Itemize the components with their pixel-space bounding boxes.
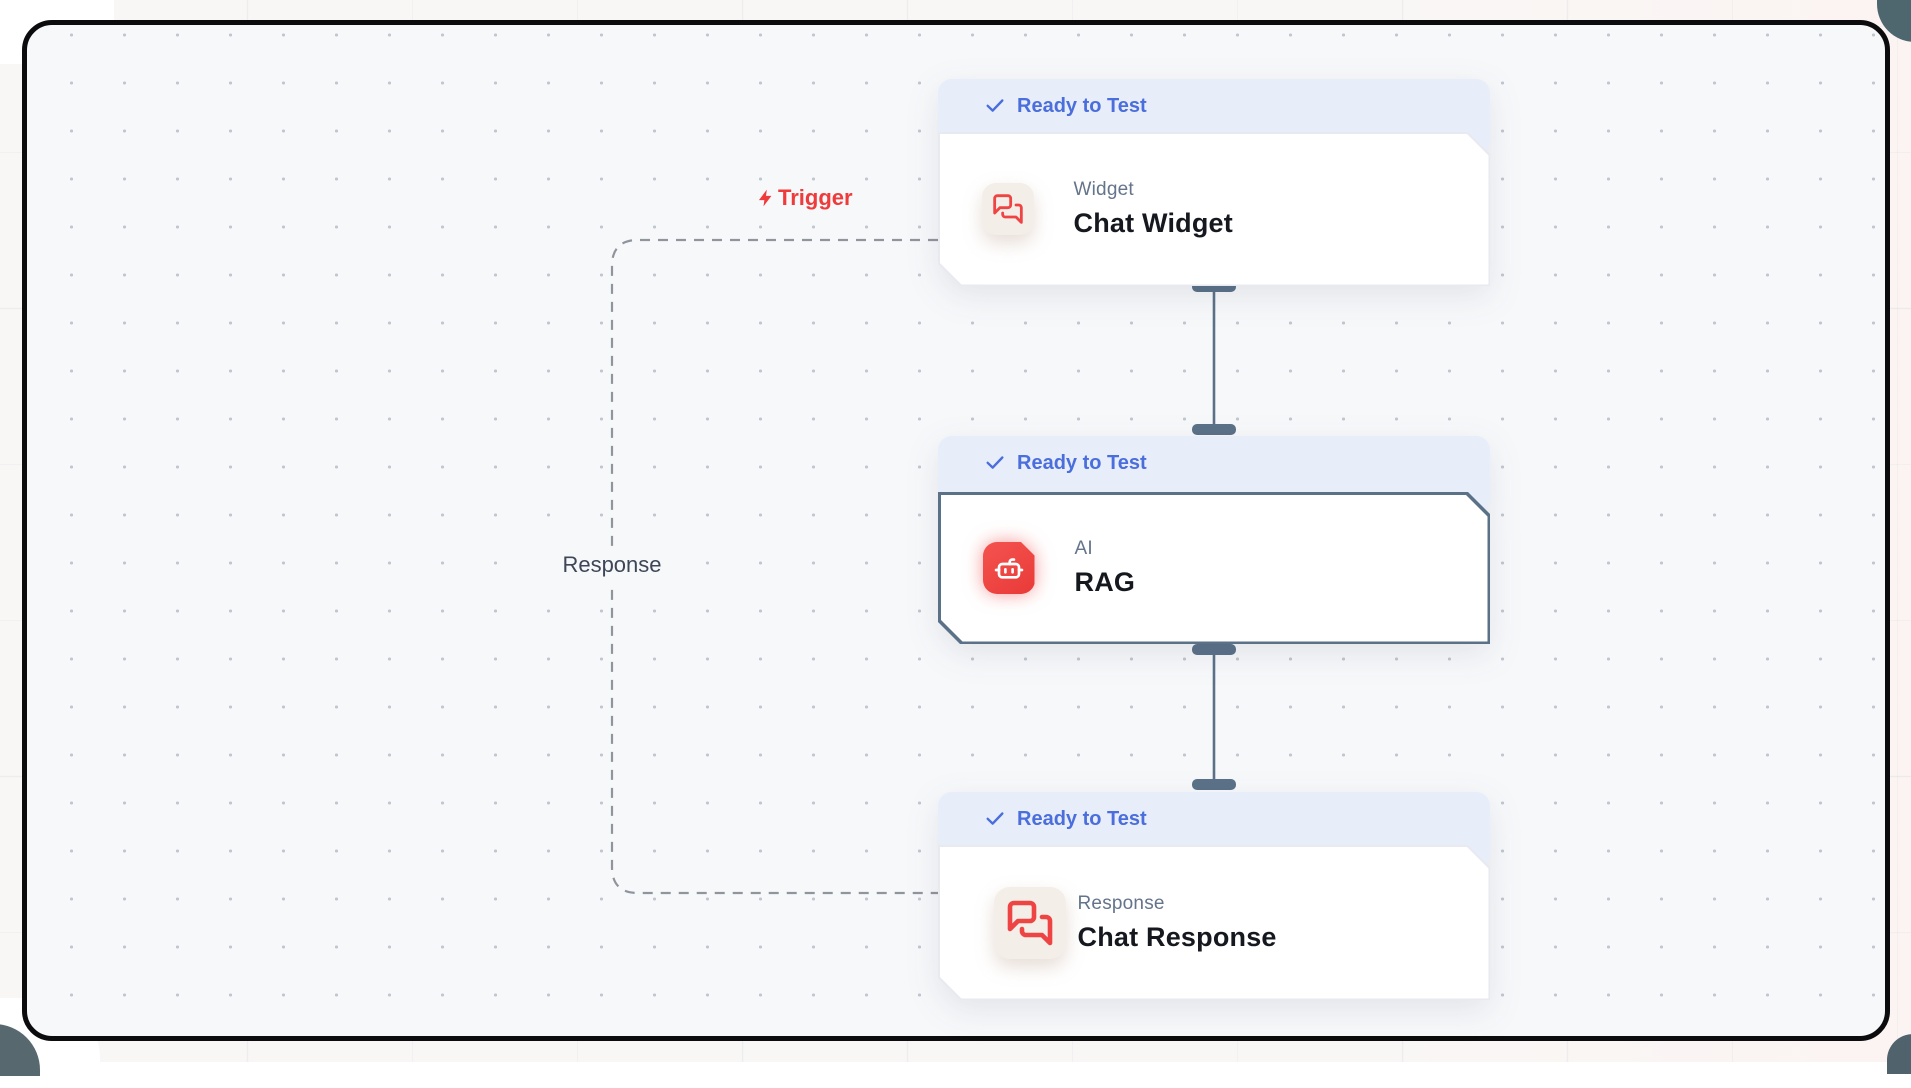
chat-bubbles-icon	[982, 183, 1034, 235]
lightning-bolt-icon	[758, 189, 772, 207]
trigger-edge-label: Trigger	[756, 182, 853, 214]
node-card[interactable]: Response Chat Response	[938, 845, 1490, 1000]
status-badge-text: Ready to Test	[1017, 451, 1147, 474]
corner-decoration-bottom-right	[1887, 1034, 1911, 1074]
response-edge-label-text: Response	[562, 552, 662, 577]
node-card-selected[interactable]: AI RAG	[938, 492, 1490, 644]
checkmark-icon	[984, 452, 1006, 474]
node-category: Widget	[1073, 179, 1134, 200]
robot-icon	[983, 542, 1035, 594]
node-rag[interactable]: Ready to Test AI RAG	[938, 436, 1490, 644]
trigger-edge-label-text: Trigger	[778, 185, 853, 210]
node-card[interactable]: Widget Chat Widget	[938, 132, 1490, 286]
node-category: Response	[1077, 892, 1165, 914]
robot-icon-glow	[983, 542, 1035, 594]
node-title: RAG	[1074, 567, 1136, 597]
node-chat-response[interactable]: Ready to Test Response Chat Response	[938, 792, 1490, 1000]
status-badge-text: Ready to Test	[1017, 94, 1147, 117]
chat-bubbles-icon	[994, 887, 1066, 959]
checkmark-icon	[984, 95, 1006, 117]
node-chat-widget[interactable]: Ready to Test Widget Chat Widget	[938, 79, 1490, 286]
response-edge-label: Response	[546, 548, 678, 582]
status-badge-text: Ready to Test	[1017, 807, 1147, 830]
node-category: AI	[1074, 538, 1093, 559]
checkmark-icon	[984, 808, 1006, 830]
node-title: Chat Widget	[1073, 208, 1233, 238]
node-title: Chat Response	[1077, 921, 1277, 952]
